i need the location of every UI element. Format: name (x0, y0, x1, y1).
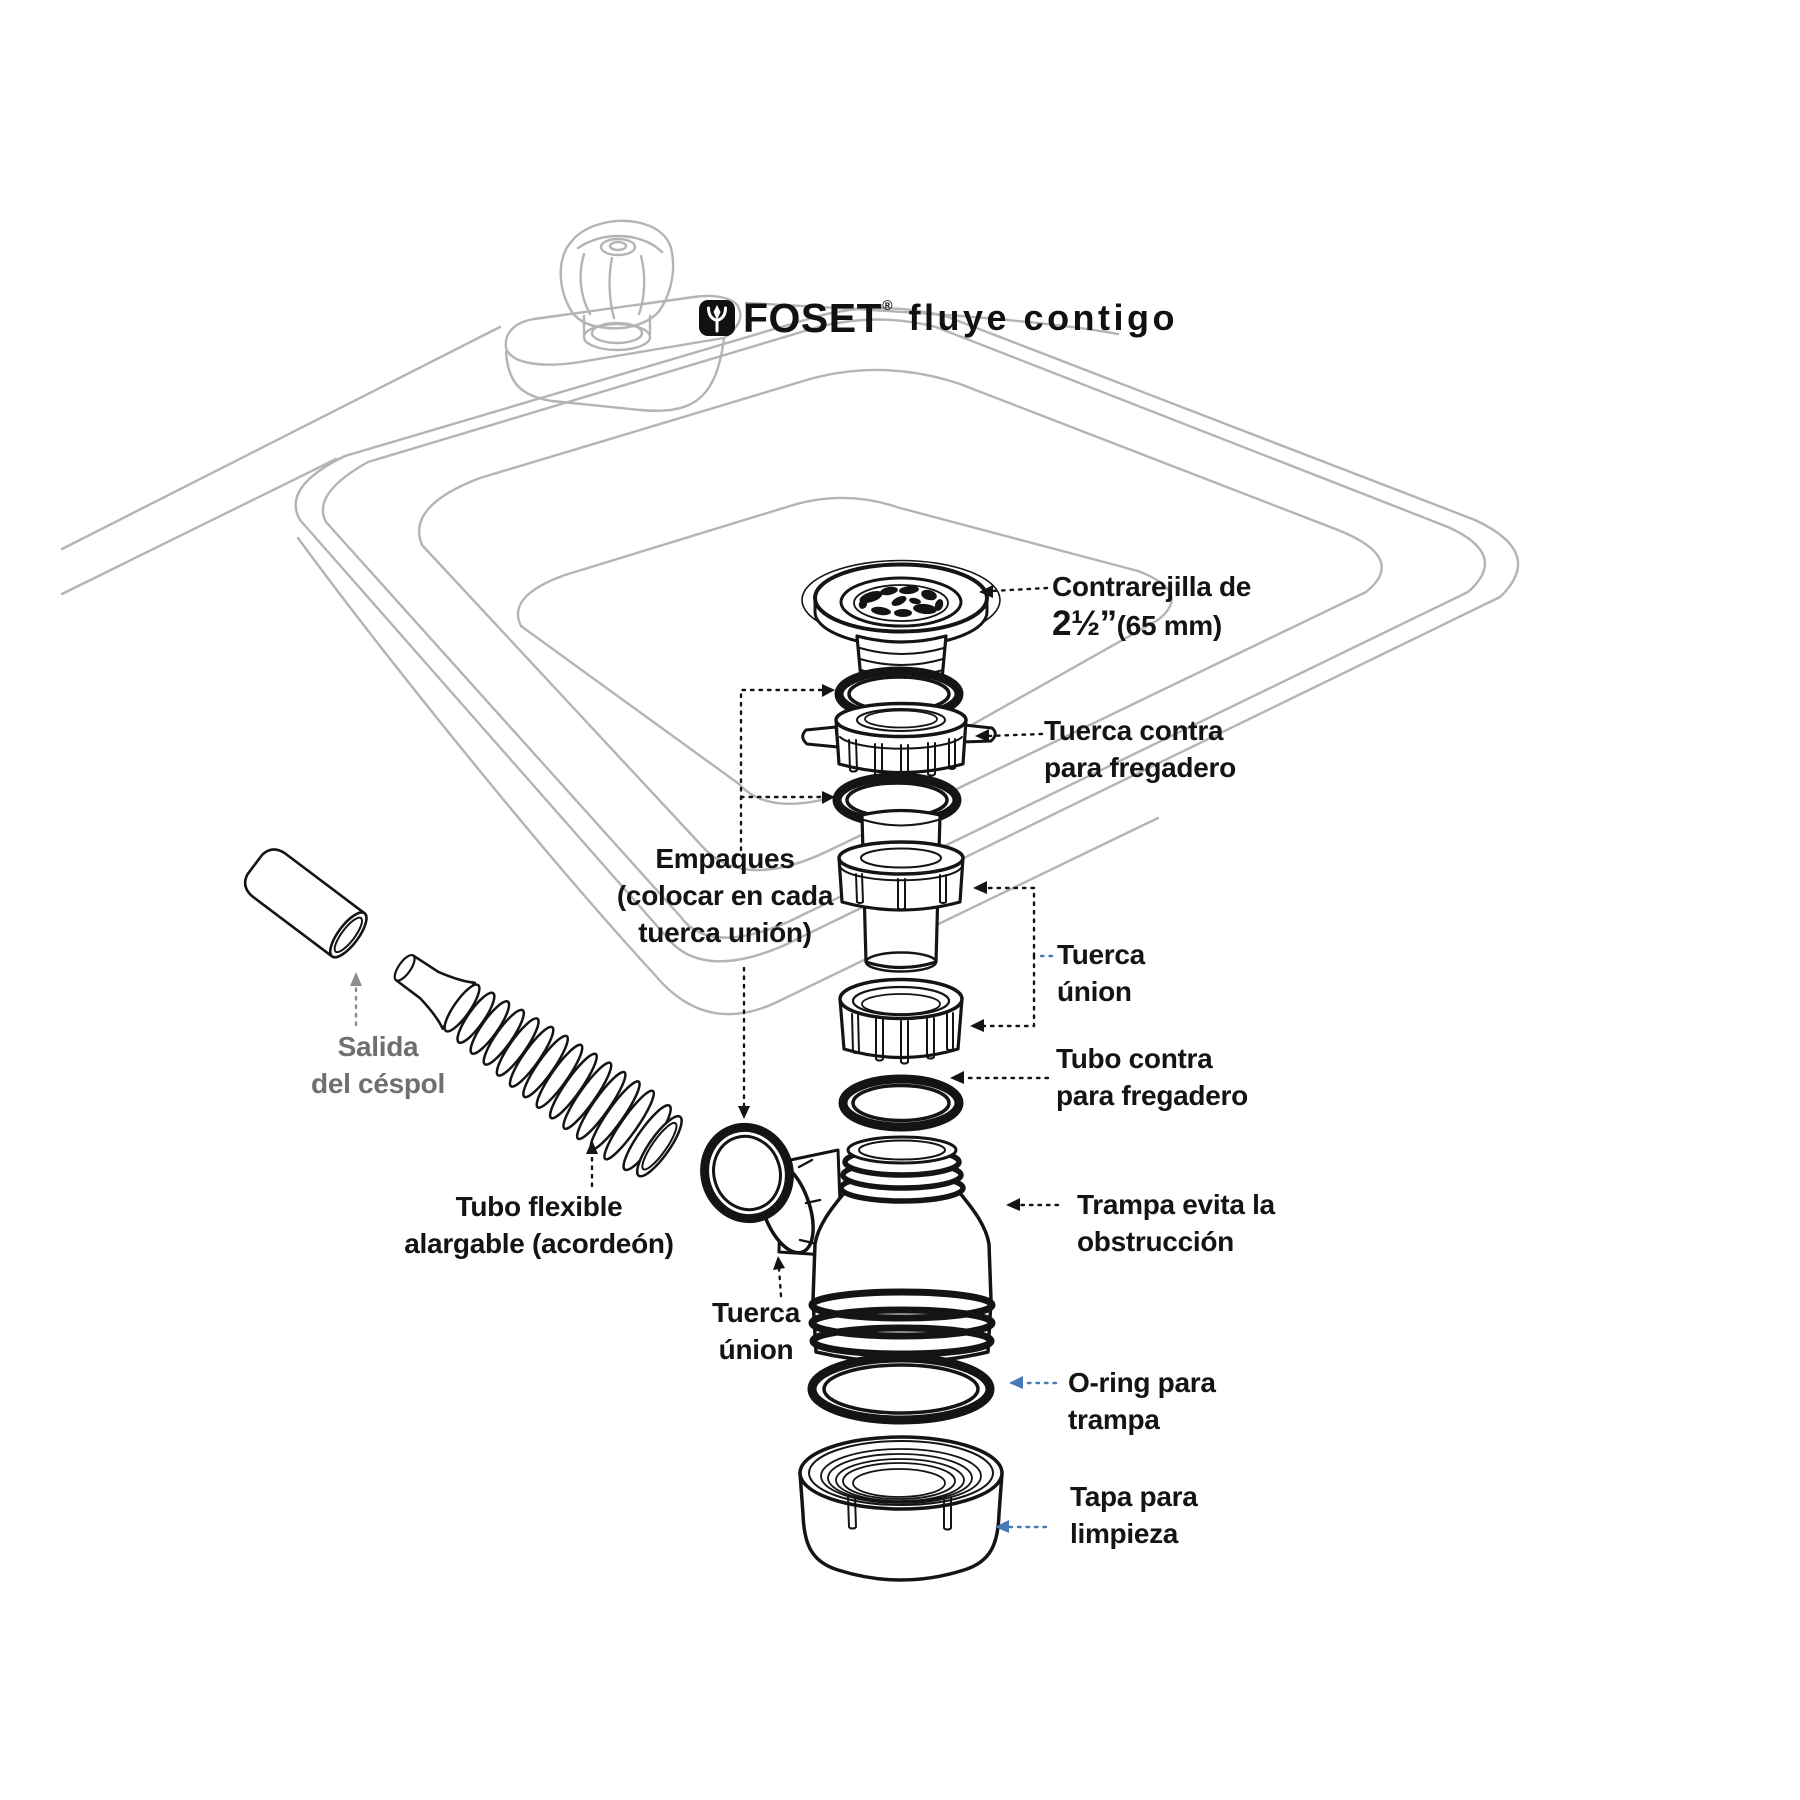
leader-tuerca-union-right (981, 886, 1036, 1028)
gasket-oring-3 (838, 1074, 964, 1132)
oring-trampa (807, 1353, 995, 1425)
brand-tagline: fluye contigo (908, 297, 1179, 338)
brand-registered-mark: ® (882, 297, 893, 313)
leader-contrarejilla (990, 586, 1049, 593)
label-tapa-limpieza: Tapa para limpieza (1070, 1481, 1198, 1549)
label-contrarejilla: Contrarejilla de 2½”(65 mm) (1052, 571, 1252, 643)
union-nut-loose (838, 977, 964, 1065)
strainer-holes (858, 585, 944, 617)
trident-shield-icon (699, 300, 735, 336)
label-trampa: Trampa evita la obstrucción (1077, 1189, 1275, 1257)
label-tubo-contra: Tubo contra para fregadero (1056, 1043, 1248, 1111)
brand-header: FOSET ® fluye contigo (698, 296, 1178, 340)
label-tubo-flexible: Tubo flexible alargable (acordeón) (404, 1191, 674, 1259)
leader-empaques-bracket (739, 688, 828, 852)
locknut-tuerca-contra (801, 701, 997, 781)
leader-tuerca-union-left (777, 1266, 783, 1298)
leader-arrowheads (350, 585, 1023, 1533)
leader-lines (354, 586, 1060, 1529)
label-tuerca-contra: Tuerca contra para fregadero (1044, 715, 1236, 783)
cleanout-cap-tapa (798, 1435, 1004, 1582)
label-oring-trampa: O-ring para trampa (1068, 1367, 1216, 1435)
tailpiece-tubo-contra (837, 808, 965, 973)
label-tuerca-union-right: Tuerca únion (1057, 939, 1145, 1007)
label-empaques: Empaques (colocar en cada tuerca unión) (616, 843, 834, 948)
leader-tuerca-contra (986, 732, 1044, 738)
label-salida-cespol: Salida del céspol (311, 1031, 445, 1099)
oring-side-inlet (700, 1122, 794, 1224)
brand-name: FOSET (743, 295, 883, 341)
sink-illustration (60, 219, 1520, 1016)
drain-assembly (243, 559, 1004, 1582)
strainer-contrarejilla (801, 559, 1001, 709)
label-tuerca-union-left: Tuerca únion (712, 1297, 800, 1365)
flexible-accordion-tube (243, 848, 683, 1178)
